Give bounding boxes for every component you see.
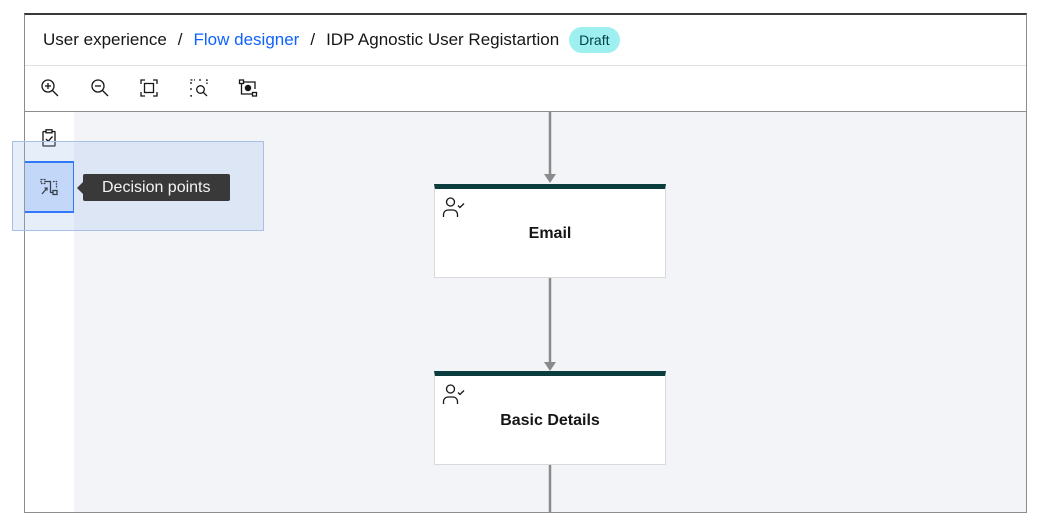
- flow-node-email[interactable]: Email: [434, 184, 666, 278]
- breadcrumb: User experience / Flow designer / IDP Ag…: [25, 15, 1026, 66]
- decision-points-icon: [40, 178, 58, 196]
- fit-to-screen-icon: [140, 79, 158, 97]
- zoom-in-button[interactable]: [35, 73, 65, 103]
- fit-to-screen-button[interactable]: [134, 73, 164, 103]
- breadcrumb-separator: /: [310, 30, 316, 49]
- breadcrumb-user-experience[interactable]: User experience: [43, 30, 167, 49]
- flow-node-basic-details[interactable]: Basic Details: [434, 371, 666, 465]
- flow-node-title: Email: [528, 225, 572, 242]
- canvas-toolbar: [25, 65, 1026, 112]
- flow-canvas[interactable]: Email Basic Details: [74, 112, 1026, 512]
- flow-node-title: Basic Details: [500, 412, 600, 429]
- zoom-out-icon: [90, 79, 108, 97]
- zoom-in-icon: [41, 79, 59, 97]
- page-title: IDP Agnostic User Registartion: [326, 30, 560, 49]
- zoom-area-icon: [189, 79, 208, 97]
- minimap-icon: [238, 79, 258, 97]
- decision-points-tooltip: Decision points: [77, 174, 230, 201]
- status-badge: Draft: [569, 27, 620, 53]
- breadcrumb-flow-designer-link[interactable]: Flow designer: [193, 30, 300, 49]
- minimap-button[interactable]: [233, 73, 263, 103]
- left-rail: [25, 112, 75, 512]
- user-check-icon: [442, 197, 465, 217]
- user-check-icon: [442, 384, 465, 404]
- zoom-area-button[interactable]: [184, 73, 214, 103]
- breadcrumb-separator: /: [177, 30, 183, 49]
- flow-designer-window: User experience / Flow designer / IDP Ag…: [24, 13, 1027, 513]
- zoom-out-button[interactable]: [85, 73, 115, 103]
